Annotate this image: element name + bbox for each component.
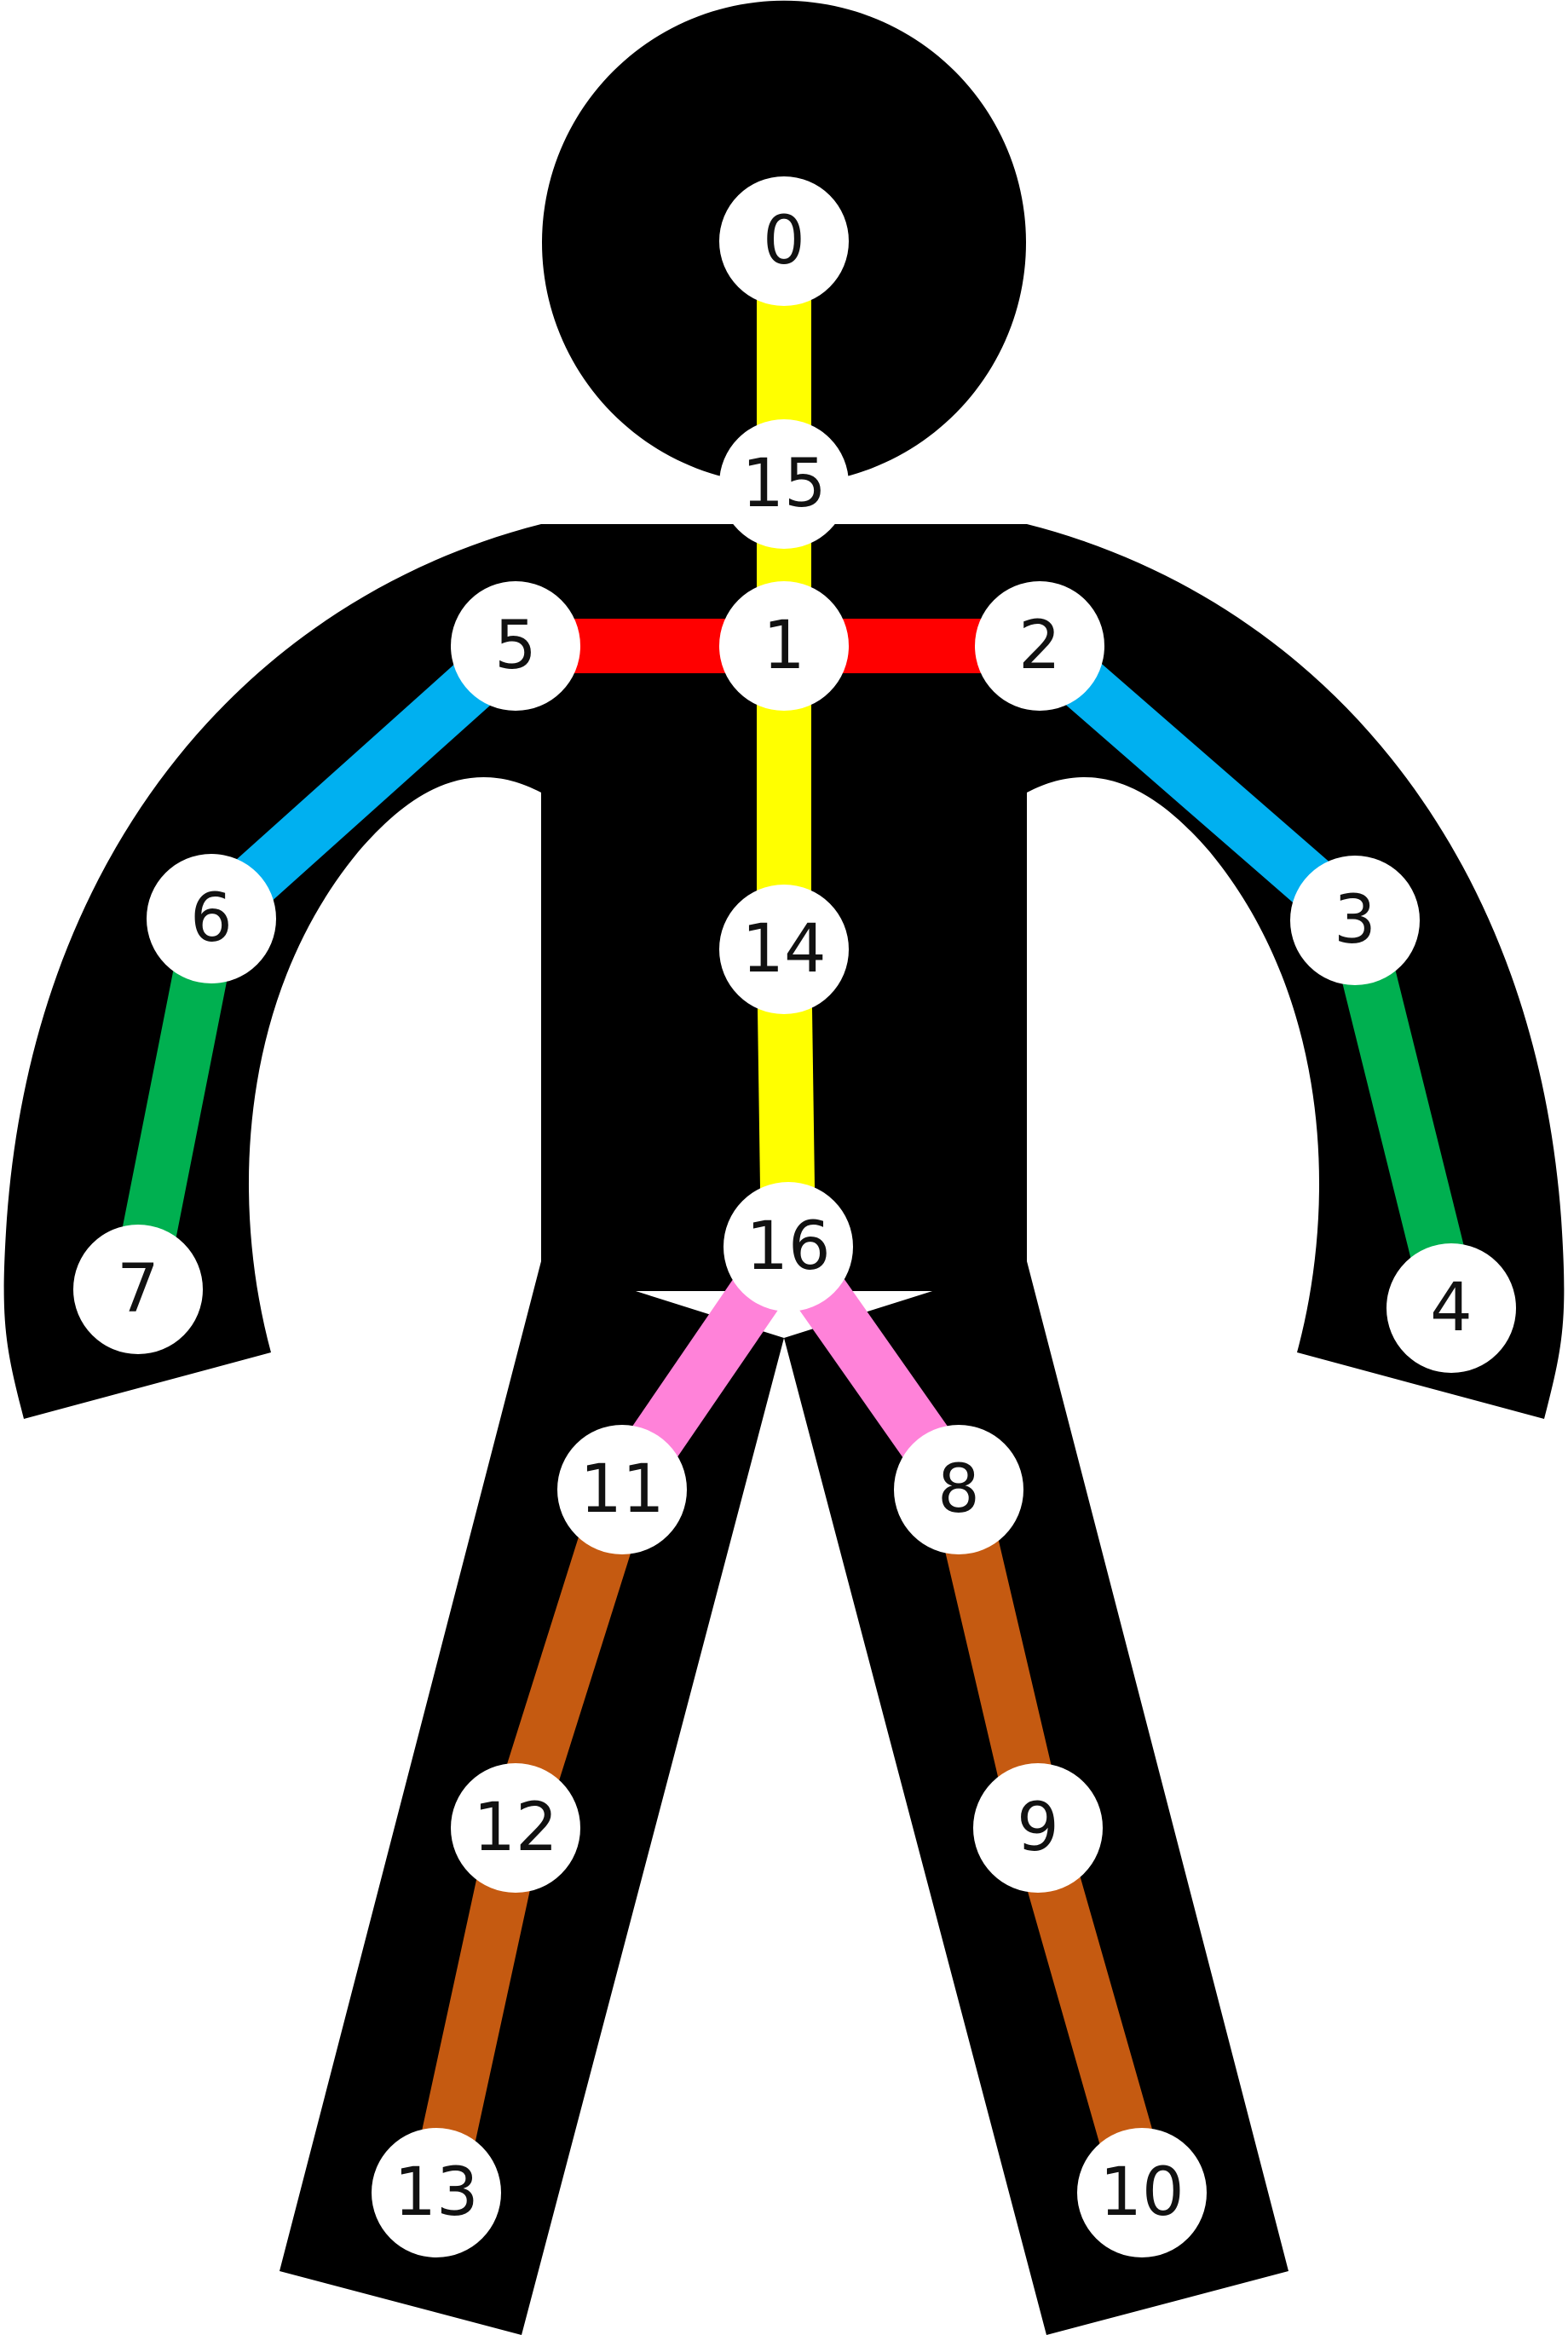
joint-label: 3 (1334, 882, 1376, 959)
bone-2-3 (1021, 625, 1374, 942)
joint-label: 7 (117, 1251, 159, 1328)
joint-label: 2 (1018, 608, 1061, 684)
joint-12: 12 (451, 1763, 580, 1893)
joint-11: 11 (557, 1425, 687, 1554)
bone-5-6 (193, 626, 534, 939)
joint-circle (451, 1763, 580, 1893)
joint-label: 8 (937, 1451, 980, 1528)
joint-8: 8 (894, 1425, 1023, 1554)
joint-circle (451, 581, 580, 711)
joint-circle (723, 1182, 853, 1312)
joint-label: 4 (1430, 1270, 1473, 1346)
joint-14: 14 (719, 885, 849, 1014)
joint-label: 1 (763, 608, 805, 684)
joint-label: 9 (1017, 1790, 1059, 1866)
joint-circle (557, 1425, 687, 1554)
joint-circle (372, 2128, 501, 2257)
joint-circle (1077, 2128, 1207, 2257)
joint-13: 13 (372, 2128, 501, 2257)
joint-label: 0 (763, 203, 805, 280)
joint-0: 0 (719, 176, 849, 306)
joint-circle (719, 419, 849, 549)
joint-circle (973, 1763, 1103, 1893)
joint-label: 14 (741, 911, 826, 988)
joint-label: 6 (190, 880, 233, 957)
joint-label: 5 (494, 608, 537, 684)
joint-circle (1386, 1243, 1516, 1373)
joint-10: 10 (1077, 2128, 1207, 2257)
bone-3-4 (1328, 914, 1479, 1315)
joint-label: 13 (394, 2154, 478, 2231)
joint-label: 11 (579, 1451, 664, 1528)
joint-circle (147, 854, 276, 983)
joint-1: 1 (719, 581, 849, 711)
joint-circle (719, 581, 849, 711)
joint-4: 4 (1386, 1243, 1516, 1373)
joint-circle (73, 1225, 203, 1354)
joint-circle (894, 1425, 1023, 1554)
joint-label: 10 (1099, 2154, 1184, 2231)
joint-5: 5 (451, 581, 580, 711)
joint-circle (719, 885, 849, 1014)
joint-circle (975, 581, 1104, 711)
joint-9: 9 (973, 1763, 1103, 1893)
joint-label: 12 (473, 1790, 557, 1866)
joint-2: 2 (975, 581, 1104, 711)
joint-label: 15 (741, 446, 826, 522)
joint-6: 6 (147, 854, 276, 983)
joint-16: 16 (723, 1182, 853, 1312)
joint-15: 15 (719, 419, 849, 549)
joint-label: 16 (746, 1208, 830, 1285)
joint-circle (719, 176, 849, 306)
joint-circle (1290, 856, 1420, 985)
joint-7: 7 (73, 1225, 203, 1354)
joint-3: 3 (1290, 856, 1420, 985)
